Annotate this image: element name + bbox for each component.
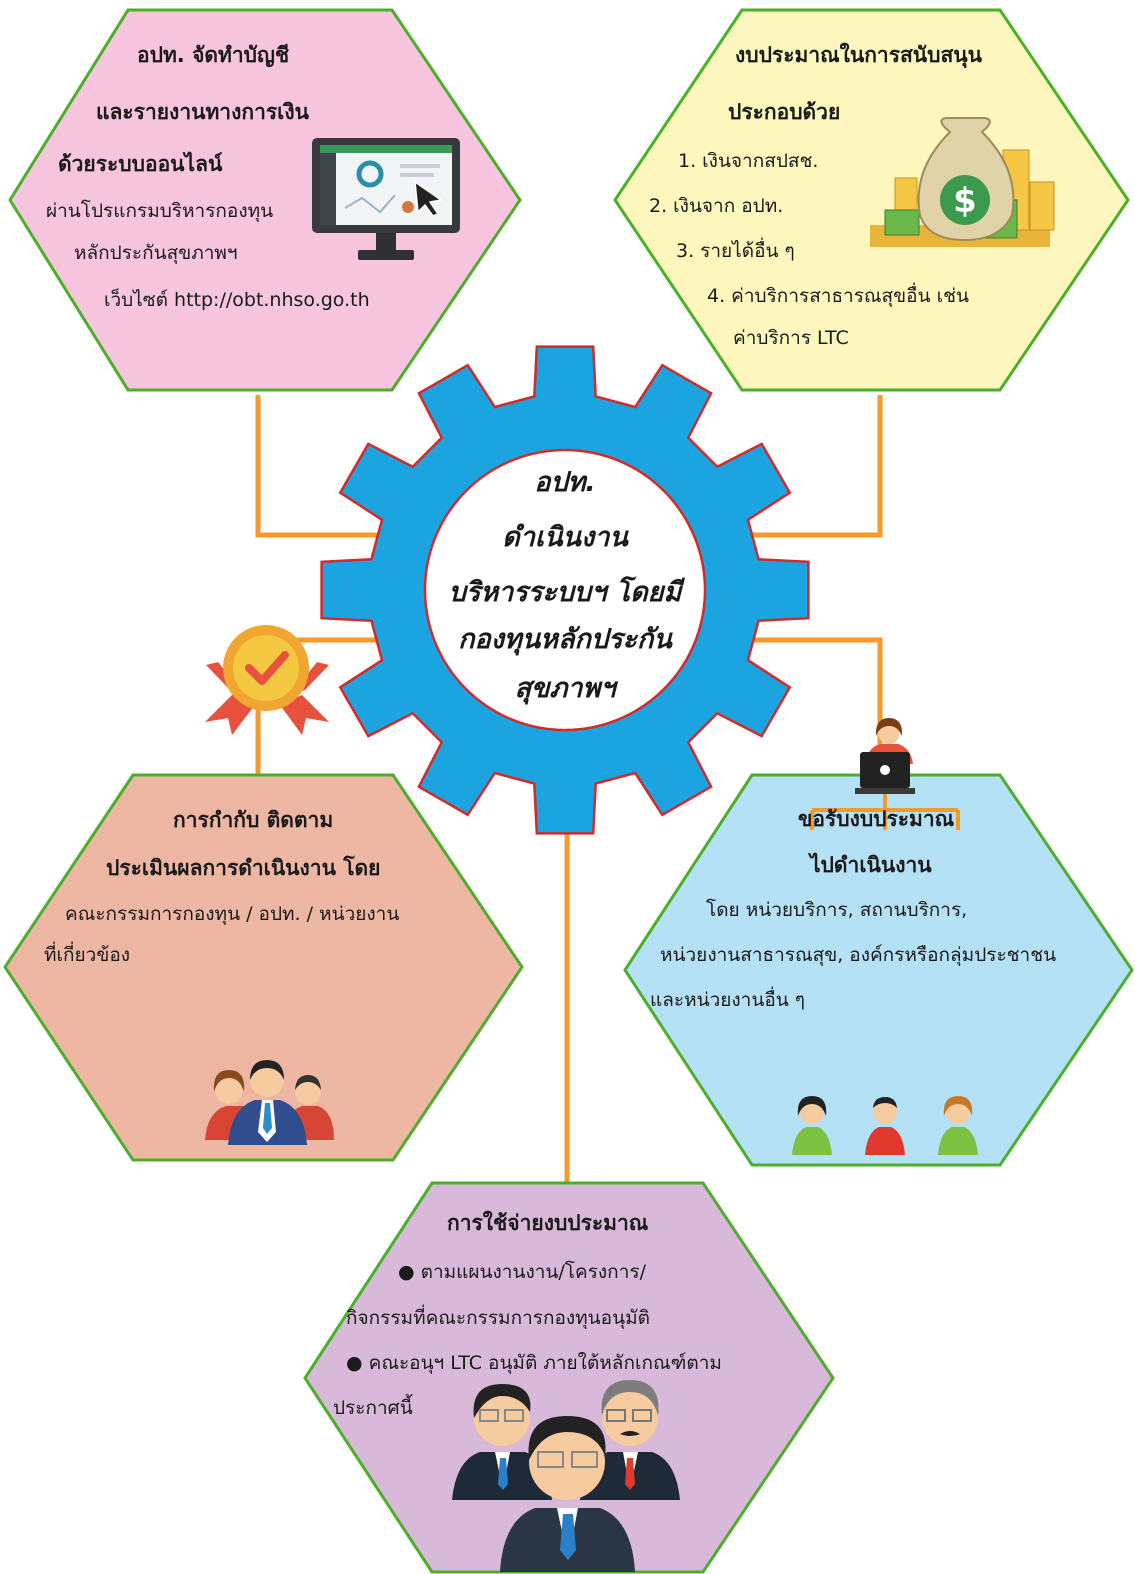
top-right-item-4: 4. ค่าบริการสาธารณสุขอื่น เช่น: [707, 285, 969, 307]
top-right-item-3: 3. รายได้อื่น ๆ: [676, 240, 795, 262]
center-line-2: ดำเนินงาน: [502, 522, 628, 553]
hexagon-mid-right: [623, 773, 1134, 1167]
money-bag-icon: $: [870, 117, 1055, 247]
mid-right-title-2: ไปดำเนินงาน: [810, 853, 932, 877]
top-right-item-2: 2. เงินจาก อปท.: [649, 195, 784, 217]
top-left-title-1: อปท. จัดทำบัญชี: [137, 43, 290, 67]
hexagon-mid-left: [3, 773, 524, 1162]
mid-right-title-1: ขอรับงบประมาณ: [798, 807, 955, 831]
top-right-item-4b: ค่าบริการ LTC: [733, 327, 849, 349]
center-line-5: สุขภาพฯ: [514, 673, 616, 704]
top-right-title-2: ประกอบด้วย: [728, 100, 841, 124]
bottom-title: การใช้จ่ายงบประมาณ: [447, 1211, 649, 1235]
top-left-line-2: หลักประกันสุขภาพฯ: [74, 242, 238, 264]
top-right-title-1: งบประมาณในการสนับสนุน: [735, 43, 983, 67]
hexagon-top-right: [613, 8, 1130, 392]
connector-top-left: [255, 395, 400, 538]
bottom-bullet-2b: ประกาศนี้: [333, 1397, 413, 1419]
org-chart-icon: [792, 718, 978, 1155]
top-left-line-3: เว็บไซต์ http://obt.nhso.go.th: [104, 289, 370, 311]
award-team-icon: [205, 625, 334, 1145]
top-left-title-2: และรายงานทางการเงิน: [96, 100, 309, 124]
bottom-bullet-2a: ● คณะอนุฯ LTC อนุมัติ ภายใต้หลักเกณฑ์ตาม: [346, 1352, 722, 1374]
mid-right-line-2: หน่วยงานสาธารณสุข, องค์กรหรือกลุ่มประชาช…: [660, 944, 1057, 966]
svg-text:$: $: [953, 181, 977, 221]
business-people-icon: [452, 1380, 680, 1572]
gear-center-circle: [423, 448, 707, 732]
mid-right-line-1: โดย หน่วยบริการ, สถานบริการ,: [706, 899, 968, 921]
connector-top-right: [745, 395, 883, 538]
bottom-bullet-1b: กิจกรรมที่คณะกรรมการกองทุนอนุมัติ: [346, 1307, 650, 1329]
top-right-item-1: 1. เงินจากสปสช.: [678, 150, 819, 172]
mid-left-title-1: การกำกับ ติดตาม: [173, 808, 334, 832]
center-line-4: กองทุนหลักประกัน: [458, 624, 672, 655]
hexagon-top-left: [8, 8, 522, 392]
top-left-title-3: ด้วยระบบออนไลน์: [58, 152, 223, 176]
mid-left-line-1: คณะกรรมการกองทุน / อปท. / หน่วยงาน: [65, 903, 400, 925]
hexagon-bottom: [303, 1181, 835, 1574]
computer-monitor-icon: [312, 138, 460, 260]
mid-left-title-2: ประเมินผลการดำเนินงาน โดย: [106, 856, 381, 880]
mid-left-line-2: ที่เกี่ยวข้อง: [44, 944, 131, 966]
mid-right-line-3: และหน่วยงานอื่น ๆ: [650, 989, 805, 1011]
top-left-line-1: ผ่านโปรแกรมบริหารกองทุน: [46, 200, 274, 222]
center-line-1: อปท.: [534, 467, 596, 498]
bottom-bullet-1a: ● ตามแผนงานงาน/โครงการ/: [398, 1261, 646, 1283]
center-line-3: บริหารระบบฯ โดยมี: [448, 577, 682, 608]
